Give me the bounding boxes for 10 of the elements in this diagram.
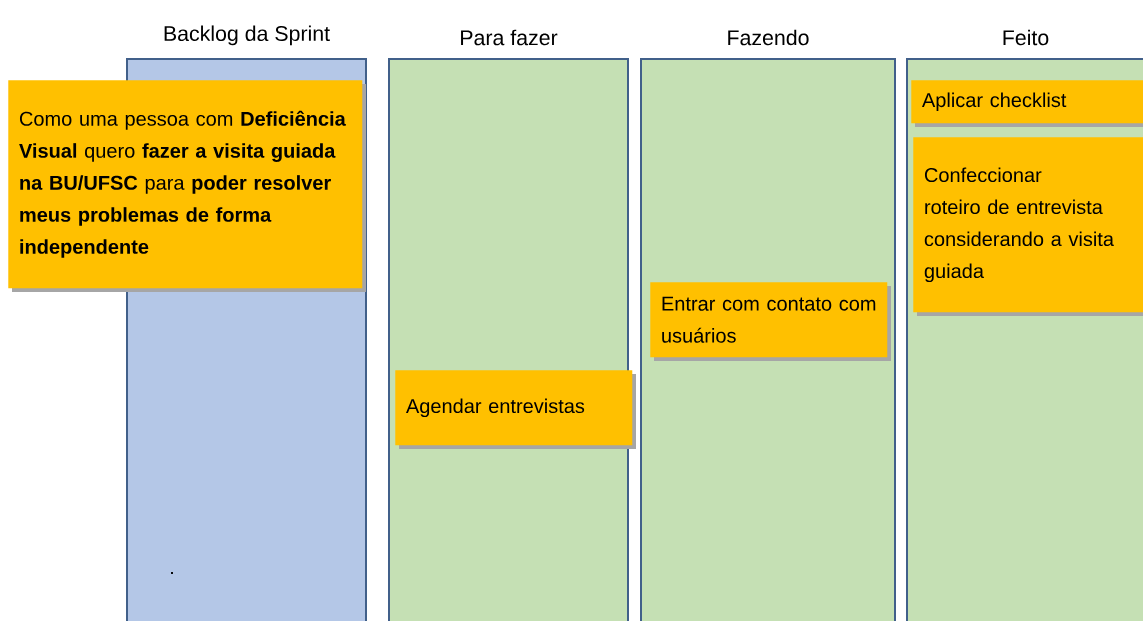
node-label: Para fazer [461, 29, 558, 46]
sticky-note: Como uma pessoa com Deficiência Visual quero fazer a visita guiada na BU/UFSC para poder resolver meus problemas de forma independente [8, 80, 366, 292]
node-label: Backlog da Sprint [164, 25, 330, 46]
sticky-note: Entrar com contato com usuários [650, 282, 891, 361]
node-label: Fazendo [728, 29, 809, 46]
sticky-note: Confeccionar roteiro de entrevista considerando a visita guiada [913, 137, 1143, 316]
sticky-note: Aplicar checklist [911, 80, 1143, 127]
node-label: Feito [1003, 29, 1049, 46]
sticky-note: Agendar entrevistas [395, 370, 636, 449]
dot-mark: . [171, 571, 173, 575]
